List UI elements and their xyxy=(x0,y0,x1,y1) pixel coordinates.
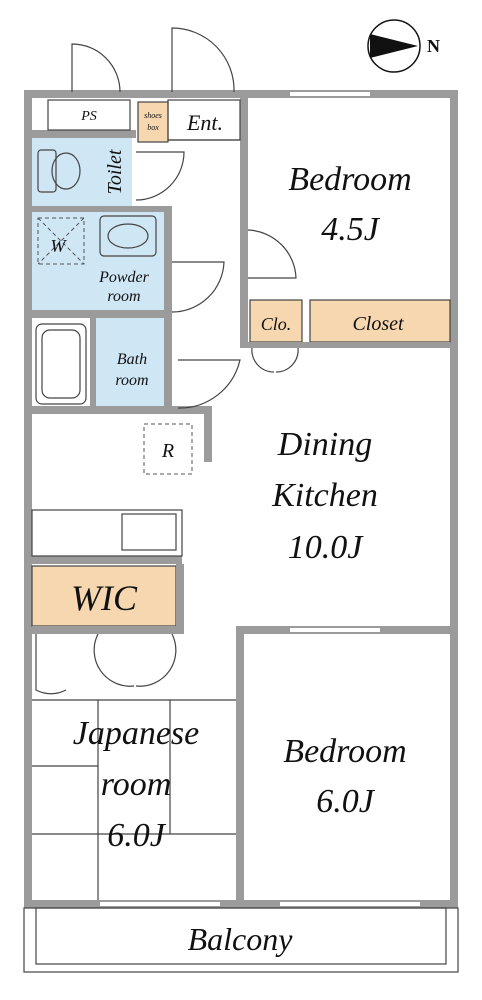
label-bath-room-2: room xyxy=(115,372,148,389)
wall-bedroom-north-south xyxy=(248,342,450,348)
door-clo-left-icon xyxy=(251,347,275,373)
label-closet: Closet xyxy=(352,313,404,335)
kitchen-counter xyxy=(31,509,183,557)
label-bedroom-south-1: Bedroom xyxy=(283,733,406,770)
closet-area xyxy=(309,299,451,343)
label-japanese-room-3: 6.0J xyxy=(107,817,167,854)
label-bedroom-south-2: 6.0J xyxy=(316,783,376,820)
doors xyxy=(35,27,299,695)
wall-wic-east xyxy=(176,564,184,634)
label-entrance: Ent. xyxy=(186,110,223,135)
label-shoes-box-2: box xyxy=(147,123,159,132)
door-entrance-icon xyxy=(171,27,235,93)
label-japanese-room-1: Japanese xyxy=(73,715,200,752)
wic-area xyxy=(31,565,177,627)
door-japanese-left-icon xyxy=(93,633,135,687)
ps-box xyxy=(47,99,131,131)
bath-room-area xyxy=(96,318,164,408)
door-toilet-icon xyxy=(135,151,185,201)
label-closet-small: Clo. xyxy=(261,314,292,334)
door-wic-icon xyxy=(35,634,67,695)
door-bedroom-north-icon xyxy=(247,229,297,279)
wall-bath-tub xyxy=(90,318,96,408)
thin-lines xyxy=(23,92,459,973)
toilet-bowl-icon xyxy=(51,152,81,190)
compass-arrow-icon xyxy=(370,34,418,58)
compass-north-label: N xyxy=(427,36,440,56)
toilet-tank-icon xyxy=(37,149,57,193)
label-washer: W xyxy=(51,236,68,256)
door-ps-icon xyxy=(71,43,121,93)
shoes-box-area xyxy=(137,101,169,143)
wall-south-rooms-divider xyxy=(236,626,244,904)
label-wic: WIC xyxy=(71,578,138,618)
wall-ps xyxy=(32,130,136,138)
wall-bedroom-north-west xyxy=(240,98,248,348)
label-powder-room-1: Powder xyxy=(98,269,150,286)
sink-icon xyxy=(99,215,157,257)
label-refrigerator: R xyxy=(161,440,174,462)
label-bedroom-north-1: Bedroom xyxy=(288,161,411,198)
label-bedroom-north-2: 4.5J xyxy=(321,211,381,248)
wall-kitchen-south xyxy=(32,556,182,564)
label-ps: PS xyxy=(80,109,97,124)
label-shoes-box-1: shoes xyxy=(144,111,162,120)
kitchen-sink-icon xyxy=(121,513,177,551)
wall-wet-east xyxy=(164,206,172,412)
powder-room-area xyxy=(32,212,164,310)
label-japanese-room-2: room xyxy=(101,766,172,803)
label-powder-room-2: room xyxy=(107,288,140,305)
room-labels: PS shoes box Ent. Toilet W Powder room B… xyxy=(51,109,412,957)
bathtub-icon xyxy=(35,323,87,405)
compass: N xyxy=(367,19,440,73)
label-toilet: Toilet xyxy=(104,149,126,194)
label-dining-kitchen-3: 10.0J xyxy=(288,529,365,566)
wall-japanese-north xyxy=(32,626,182,634)
door-japanese-right-icon xyxy=(135,633,177,687)
wall-powder-south xyxy=(32,310,168,318)
door-powder-icon xyxy=(171,261,225,313)
wall-bath-south xyxy=(32,406,212,414)
door-bath-icon xyxy=(177,359,241,409)
label-balcony: Balcony xyxy=(188,921,294,957)
label-bath-room-1: Bath xyxy=(117,351,147,368)
label-dining-kitchen-1: Dining xyxy=(277,426,372,463)
washer-box xyxy=(37,217,85,265)
wall-dk-stub xyxy=(204,414,212,462)
wall-toilet-south xyxy=(32,206,168,212)
label-dining-kitchen-2: Kitchen xyxy=(271,477,378,514)
door-clo-right-icon xyxy=(275,347,299,373)
refrigerator-box xyxy=(143,423,193,475)
